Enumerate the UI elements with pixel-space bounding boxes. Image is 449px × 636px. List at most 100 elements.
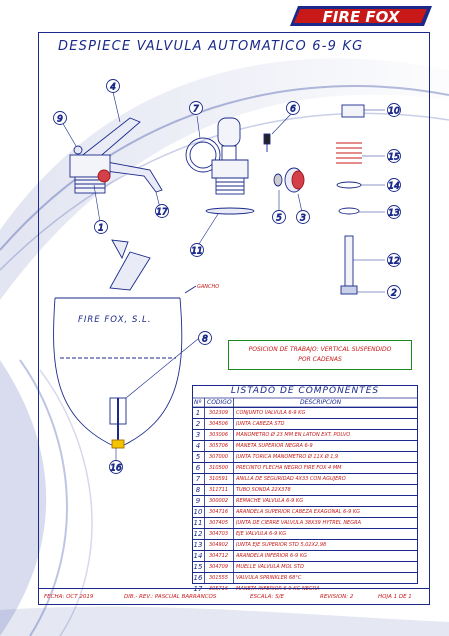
cell-desc: TUBO SONDA 22X378	[236, 487, 291, 493]
components-title: LISTADO DE COMPONENTES	[230, 386, 380, 396]
cell-desc: ARANDELA INFERIOR 6-9 KG	[236, 553, 307, 559]
callouts: 4 9 1 17 7 6 5 3 11 8 16 10 15 14 13 12 …	[53, 79, 401, 474]
cell-desc: MUELLE VALVULA MOL STD	[236, 564, 304, 570]
cell-code: 304716	[208, 509, 229, 515]
callout-7: 7	[193, 105, 199, 115]
cell-code: 301555	[208, 575, 229, 581]
cell-n: 11	[193, 519, 203, 527]
cell-n: 5	[195, 453, 201, 461]
cell-code: 303006	[208, 432, 229, 438]
cell-desc: MANOMETRO Ø 23 MM EN LATON EXT. POLVO	[236, 432, 351, 438]
cell-n: 13	[193, 541, 203, 549]
cell-n: 7	[195, 475, 201, 483]
table-row: 2 304506 JUNTA CABEZA STD	[192, 418, 418, 429]
header-desc: DESCRIPCION	[300, 399, 342, 406]
callout-4: 4	[110, 83, 116, 93]
cell-n: 8	[195, 486, 201, 494]
cell-code: 305716	[208, 586, 229, 592]
cell-desc: CONJUNTO VALVULA 6-9 KG	[236, 410, 306, 416]
header-code: CODIGO	[207, 399, 232, 406]
drawing-frame	[38, 32, 430, 605]
table-row: 1 302309 CONJUNTO VALVULA 6-9 KG	[192, 407, 418, 418]
footer-revision: REVISION: 2	[320, 594, 354, 600]
components-header: Nº CODIGO DESCRIPCION	[192, 398, 418, 407]
cell-code: 304709	[208, 564, 229, 570]
cell-code: 311711	[208, 487, 229, 493]
cell-desc: REMACHE VALVULA 6-9 KG	[236, 498, 304, 504]
cell-n: 17	[193, 585, 203, 593]
table-row: 10 304716 ARANDELA SUPERIOR CABEZA EXAGONA…	[192, 506, 418, 517]
cell-desc: EJE VALVULA 6-9 KG	[236, 531, 287, 537]
cell-desc: JUNTA EJE SUPERIOR STD 5,02X2,98	[236, 542, 327, 548]
tank-label: FIRE FOX, S.L.	[78, 315, 152, 325]
callout-14: 14	[388, 182, 400, 192]
cell-code: 304902	[208, 542, 229, 548]
working-position-note: POSICION DE TRABAJO: VERTICAL SUSPENDIDO…	[228, 340, 412, 370]
hook-label: GANCHO	[197, 284, 219, 290]
cell-n: 10	[193, 508, 203, 516]
footer-hoja: HOJA 1 DE 1	[378, 594, 412, 600]
title-block: FECHA: OCT 2019 DIB.- REV.: PASCUAL BARR…	[38, 588, 430, 606]
callout-11: 11	[191, 247, 202, 257]
cell-code: 304506	[208, 421, 229, 427]
cell-desc: ARANDELA SUPERIOR CABEZA EXAGONAL 6-9 KG	[236, 509, 361, 515]
cell-code: 310591	[208, 476, 229, 482]
cell-desc: VALVULA SPRINKLER 68°C	[236, 575, 302, 581]
callout-17: 17	[156, 208, 168, 218]
cell-desc: JUNTA CABEZA STD	[236, 421, 285, 427]
callout-2: 2	[391, 289, 397, 299]
cell-code: 304712	[208, 553, 229, 559]
cell-n: 6	[195, 464, 201, 472]
cell-code: 307000	[208, 454, 229, 460]
callout-6: 6	[290, 105, 296, 115]
table-row: 16 301555 VALVULA SPRINKLER 68°C	[192, 572, 418, 583]
cell-n: 9	[195, 497, 201, 505]
footer-escala: ESCALA: S/E	[250, 594, 284, 600]
callout-8: 8	[202, 335, 208, 345]
callout-3: 3	[300, 214, 306, 224]
callout-16: 16	[110, 464, 122, 474]
valve-assembly	[69, 117, 163, 194]
firefox-logo: FIRE FOX	[290, 6, 432, 26]
cell-desc: MANETA SUPERIOR NEGRA 6-9	[236, 443, 313, 449]
drawing-title: DESPIECE VALVULA AUTOMATICO 6-9 KG	[58, 39, 364, 54]
cell-desc: JUNTA DE CIERRE VALVULA 38X39 HYTREL NEG…	[236, 520, 361, 526]
callout-15: 15	[388, 153, 400, 163]
table-row: 13 304902 JUNTA EJE SUPERIOR STD 5,02X2,98	[192, 539, 418, 550]
cell-n: 2	[195, 420, 201, 428]
extinguisher-tank	[53, 239, 197, 449]
table-row: 7 310591 ANILLA DE SEGURIDAD 4X33 CON AGUJ…	[192, 473, 418, 484]
footer-fecha: FECHA: OCT 2019	[44, 594, 94, 600]
table-row: 14 304712 ARANDELA INFERIOR 6-9 KG	[192, 550, 418, 561]
callout-13: 13	[388, 209, 400, 219]
cell-code: 300002	[208, 498, 229, 504]
cell-n: 16	[193, 574, 203, 582]
valve-stem-parts	[336, 104, 365, 295]
logo-text: FIRE FOX	[323, 8, 401, 26]
callout-5: 5	[276, 214, 282, 224]
callout-1: 1	[98, 224, 104, 234]
note-line-1: POSICION DE TRABAJO: VERTICAL SUSPENDIDO	[248, 346, 392, 353]
callout-9: 9	[57, 115, 63, 125]
cell-n: 14	[193, 552, 203, 560]
cell-desc: ANILLA DE SEGURIDAD 4X33 CON AGUJERO	[236, 476, 346, 482]
cell-code: 302309	[208, 410, 229, 416]
valve-head-exploded	[185, 117, 305, 215]
cell-code: 304703	[208, 531, 229, 537]
callout-10: 10	[388, 107, 400, 117]
cell-n: 1	[195, 409, 201, 417]
cell-n: 4	[195, 442, 201, 450]
callout-12: 12	[388, 257, 400, 267]
cell-desc: PRECINTO FLECHA NEGRO FIRE FOX 4 MM	[236, 465, 342, 471]
table-row: 9 300002 REMACHE VALVULA 6-9 KG	[192, 495, 418, 506]
